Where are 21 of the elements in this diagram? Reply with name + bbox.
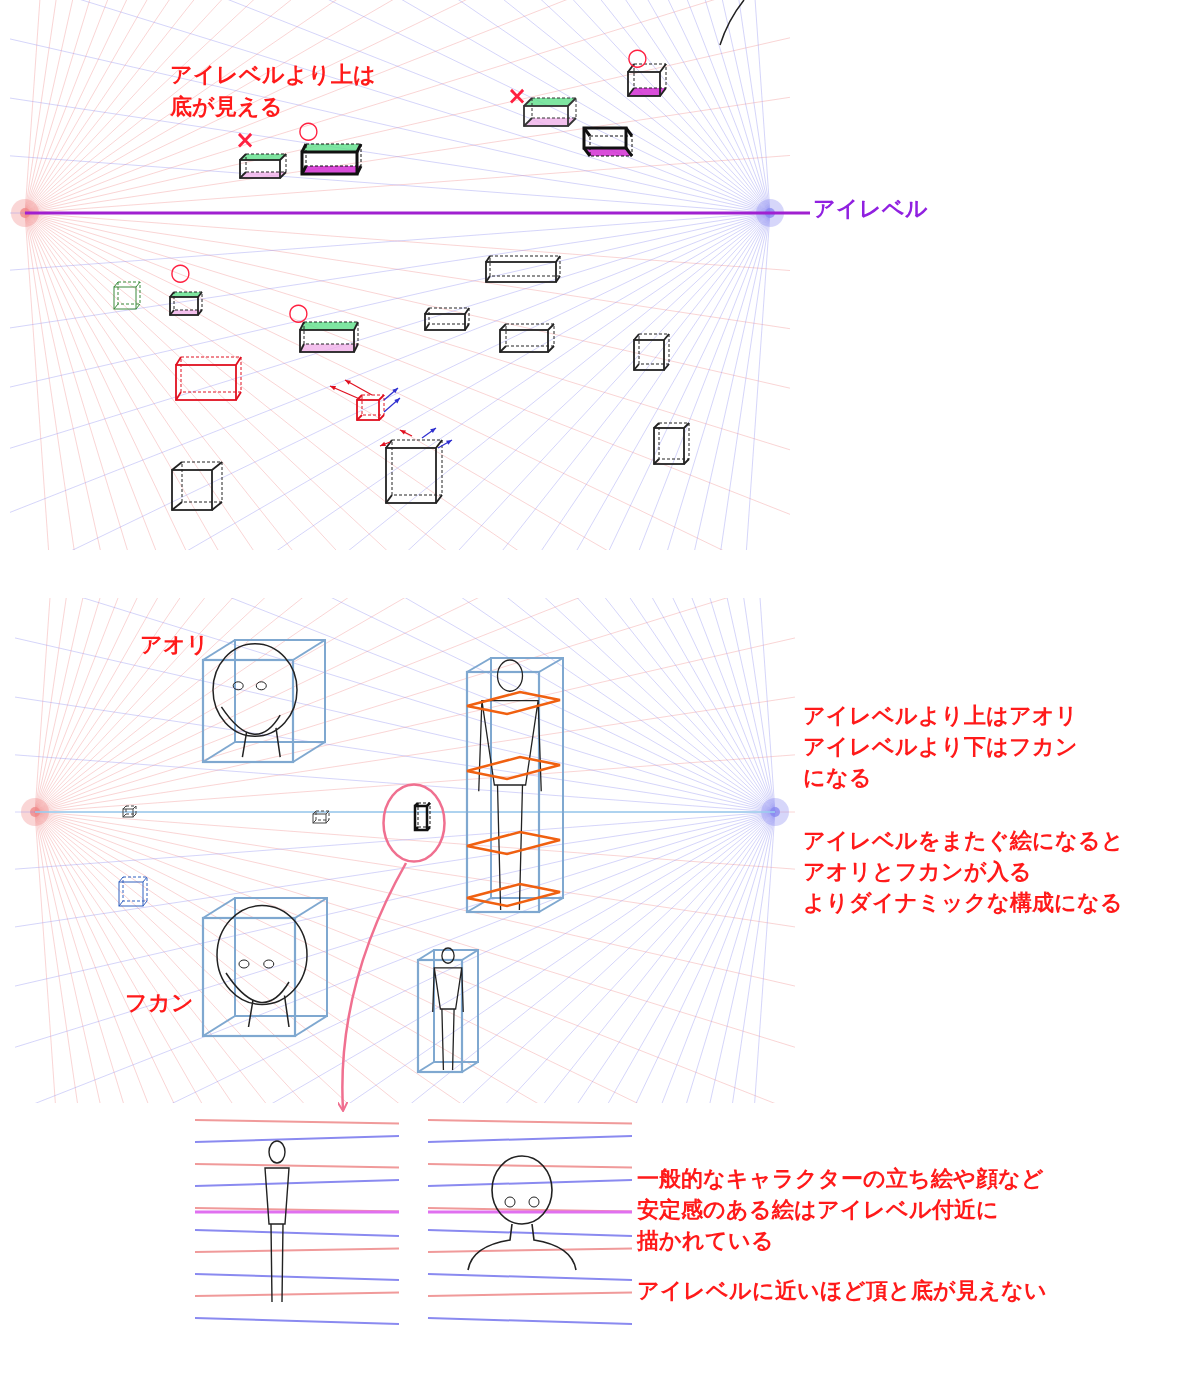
annotation-text: アイレベルより上は xyxy=(170,62,376,89)
annotation-text: よりダイナミックな構成になる xyxy=(803,890,1123,917)
check-mark: × xyxy=(507,84,528,108)
annotation-text: アイレベルより上はアオリ xyxy=(803,703,1078,730)
check-mark: ○ xyxy=(288,300,309,324)
annotation-text: アイレベルをまたぐ絵になると xyxy=(803,828,1124,855)
annotation-text: フカン xyxy=(125,990,194,1017)
annotation-text: 安定感のある絵はアイレベル付近に xyxy=(637,1197,999,1224)
annotation-text: アオリとフカンが入る xyxy=(803,859,1032,886)
check-mark: ○ xyxy=(298,118,319,142)
annotation-text: になる xyxy=(803,765,872,792)
check-mark: ○ xyxy=(627,45,648,69)
annotation-text: アイレベルより下はフカン xyxy=(803,734,1078,761)
annotation-text: アオリ xyxy=(140,632,209,659)
annotation-text: 描かれている xyxy=(637,1228,774,1255)
annotation-text: 底が見える xyxy=(170,94,283,121)
annotation-text: アイレベル xyxy=(813,196,928,223)
highlight-circle xyxy=(382,783,446,863)
arrow xyxy=(336,862,408,1112)
check-mark: × xyxy=(235,128,256,152)
check-mark: ○ xyxy=(170,260,191,284)
